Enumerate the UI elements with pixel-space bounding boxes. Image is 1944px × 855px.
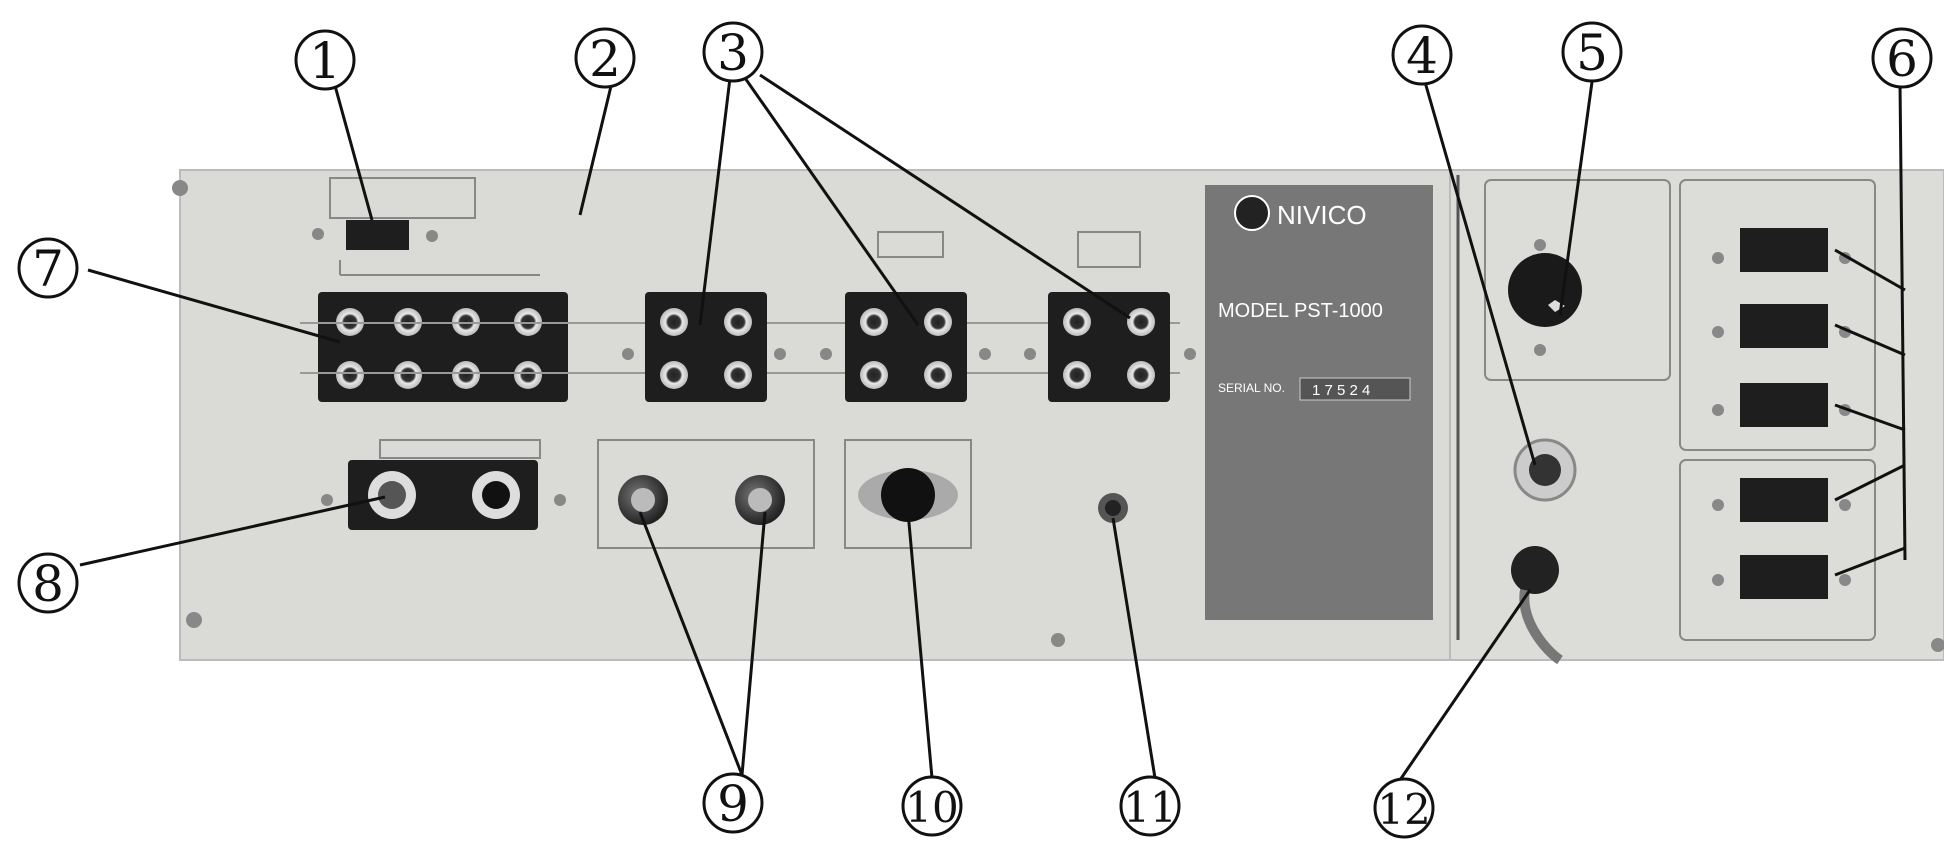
leader-lines [79,73,1907,781]
callout-4: 4 [1406,27,1438,85]
panel-screws [172,180,1944,652]
callout-6: 6 [1886,30,1918,88]
speaker-output-block [321,439,566,530]
callout-9: 9 [717,775,749,833]
nameplate-serial: 1 7 5 2 4 [1312,382,1370,399]
small-jack [1098,493,1128,523]
rail-screws [622,348,1196,360]
callout-11: 11 [1123,783,1176,832]
nameplate-serial-label: SERIAL NO. [1218,381,1285,395]
nameplate: NIVICO MODEL PST-1000 SERIAL NO. 1 7 5 2… [1205,185,1433,620]
callout-3: 3 [717,24,749,82]
callout-2: 2 [589,30,621,88]
callout-10: 10 [905,783,958,832]
fuse-holder [1513,438,1577,502]
jack-block-2x2-c [1048,231,1170,402]
jack-block-4x2 [318,292,568,402]
nameplate-brand: NIVICO [1277,200,1367,230]
selector-switch [312,177,540,276]
callout-12: 12 [1377,785,1430,834]
callout-circles [17,21,1933,839]
ac-outlets [1679,179,1876,641]
callout-8: 8 [32,555,64,613]
nameplate-model: MODEL PST-1000 [1218,300,1383,322]
callout-1: 1 [309,32,341,90]
callout-7: 7 [32,240,64,298]
connector-socket [844,439,972,549]
callout-5: 5 [1576,24,1608,82]
jack-block-2x2-b [845,231,967,402]
jack-block-2x2-a [645,292,767,402]
level-adjust-group [597,439,815,549]
